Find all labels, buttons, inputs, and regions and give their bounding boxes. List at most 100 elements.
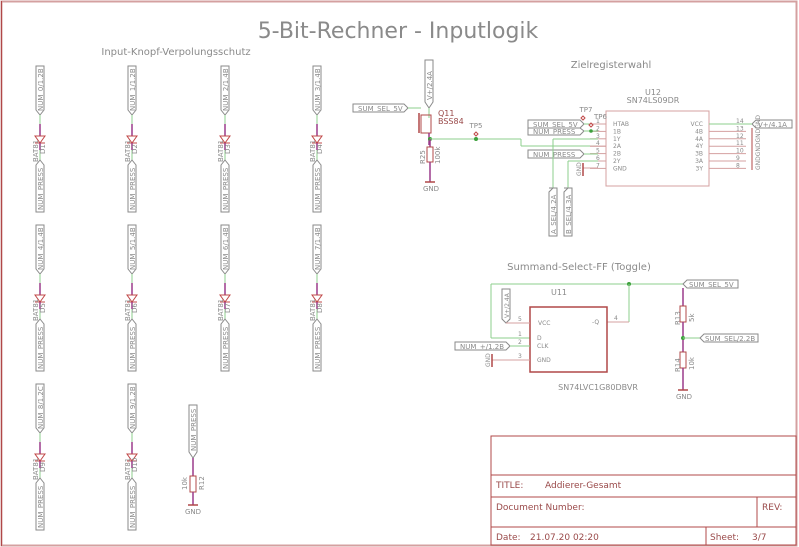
diode-output-flag xyxy=(127,477,137,531)
u12-numpress1-flag xyxy=(527,127,585,136)
divider-flag xyxy=(699,333,759,343)
diode-output-flag xyxy=(312,318,322,372)
date-value: 21.07.20 02:20 xyxy=(530,533,599,543)
u12-left-pin-name: 1Y xyxy=(613,136,621,143)
u12-right-pin-num: 12 xyxy=(736,133,744,140)
u12-right-pin-num: 8 xyxy=(736,162,740,169)
u12-right-pin-num: 9 xyxy=(736,155,740,162)
diode-input-net: NUM_7/1.4B xyxy=(314,227,322,270)
diode-symbol xyxy=(219,294,231,303)
tp7-label: TP7 xyxy=(579,106,593,114)
diode-output-net: NUM_PRESS xyxy=(222,167,230,210)
diode-value: BAT81 xyxy=(32,299,40,321)
diode-output-flag xyxy=(127,318,137,372)
u12-left-pin-num: 4 xyxy=(596,140,600,147)
u11-ref: U11 xyxy=(551,288,567,297)
u12-bout-flag xyxy=(563,187,573,237)
diode-input-net: NUM_9/1.2B xyxy=(129,386,137,429)
sheet-label: Sheet: xyxy=(710,533,739,543)
u12-right-pin-name: 4B xyxy=(695,128,703,135)
u12-numpress1-net: NUM_PRESS xyxy=(533,128,576,136)
r12-resistor xyxy=(189,475,197,493)
diode-input-net: NUM_2/1.4B xyxy=(222,68,230,111)
u12-left-pin-name: HTAB xyxy=(613,121,629,128)
sheet-value: 3/7 xyxy=(752,533,766,543)
r25-value: 100k xyxy=(434,146,442,164)
diode-input-flag xyxy=(127,383,137,434)
u11-body xyxy=(529,306,608,373)
tp5-label: TP5 xyxy=(469,122,483,130)
diode-ref: D10 xyxy=(131,458,139,472)
q11-group: V+/2.4A SUM_SEL_5V Q11 BSS84 TP5 GND R25… xyxy=(352,59,598,193)
u12-vcc-net: V+/4.1A xyxy=(758,121,787,129)
diode-output-net: NUM_PRESS xyxy=(129,485,137,528)
diode-input-net: NUM_6/1.4B xyxy=(222,227,230,270)
u12-left-pin-num: 2 xyxy=(596,125,600,132)
u12-right-pin-name: 3A xyxy=(695,158,704,165)
diode-symbol xyxy=(126,453,138,462)
docnum-label: Document Number: xyxy=(496,503,585,513)
diode-ref: D1 xyxy=(39,144,47,154)
u12-vcc-flag xyxy=(751,119,793,129)
diode-ref: D8 xyxy=(316,303,324,313)
r25-resistor xyxy=(426,146,434,163)
u11-out-flag xyxy=(682,279,739,289)
u12-left-pin-num: 3 xyxy=(596,133,600,140)
u11-pin3-num: 3 xyxy=(518,353,522,360)
u12-right-pin-num: 13 xyxy=(736,125,744,132)
diode-input-net: NUM_4/1.4B xyxy=(37,227,45,270)
diode-symbol xyxy=(34,453,46,462)
title-label: TITLE: xyxy=(495,481,523,491)
diode-output-net: NUM_PRESS xyxy=(37,167,45,210)
tp6-junction xyxy=(589,129,593,133)
section-title-zielregister: Zielregisterwahl xyxy=(571,60,652,71)
rev-label: REV: xyxy=(762,503,782,513)
u11-pin-q-name: -Q xyxy=(592,319,599,326)
diode-ref: D6 xyxy=(131,303,139,313)
section-title-input: Input-Knopf-Verpolungsschutz xyxy=(101,47,250,58)
u12-right-pin-name: 4A xyxy=(695,136,704,143)
r14-value: 10k xyxy=(688,356,696,370)
diode-output-flag xyxy=(220,318,230,372)
diode-output-net: NUM_PRESS xyxy=(37,485,45,528)
u12-aout-net: A_SEL/4.2A xyxy=(550,194,558,234)
title-value: Addierer-Gesamt xyxy=(545,481,622,491)
u12-value: SN74LS09DR xyxy=(627,96,680,105)
tp7-marker xyxy=(580,115,586,121)
u11-group: 4 U11 SN74LVC1G80DBVR V+/2.4A 5 VCC 1 D … xyxy=(454,279,759,401)
u12-left-pin-name: 2A xyxy=(613,143,622,150)
u12-aout-flag xyxy=(548,187,558,237)
r13-value: 5k xyxy=(688,313,696,322)
diode-symbol xyxy=(34,294,46,303)
diode-input-net: NUM_0/1.2B xyxy=(37,68,45,111)
diode-ref: D2 xyxy=(131,144,139,154)
u12-left-pin-num: 6 xyxy=(596,155,600,162)
tp5-marker xyxy=(473,131,479,137)
diode-input-net: NUM_5/1.4B xyxy=(129,227,137,270)
u12-bout-net: B_SEL/4.3A xyxy=(565,194,573,234)
diode-output-net: NUM_PRESS xyxy=(129,167,137,210)
diode-symbol xyxy=(219,135,231,144)
q11-gate-net: SUM_SEL_5V xyxy=(358,105,403,113)
u12-left-pin-name: 2B xyxy=(613,151,621,158)
tp6-label: TP6 xyxy=(593,113,607,121)
diode-input-flag xyxy=(35,65,45,116)
diode-output-flag xyxy=(35,477,45,531)
u11-pin1-num: 1 xyxy=(518,331,522,338)
section-title-summand: Summand-Select-FF (Toggle) xyxy=(507,262,651,273)
diode-value: BAT81 xyxy=(309,299,317,321)
diode-input-flag xyxy=(35,383,45,434)
sheet-title: 5-Bit-Rechner - Inputlogik xyxy=(258,19,539,44)
q11-gate-flag xyxy=(352,103,409,113)
title-block-frame xyxy=(490,435,797,546)
diode-input-flag xyxy=(220,65,230,116)
diode-input-net: NUM_1/1.2B xyxy=(129,68,137,111)
diode-ref: D9 xyxy=(39,462,47,472)
u12-right-pin-num: 11 xyxy=(736,140,744,147)
